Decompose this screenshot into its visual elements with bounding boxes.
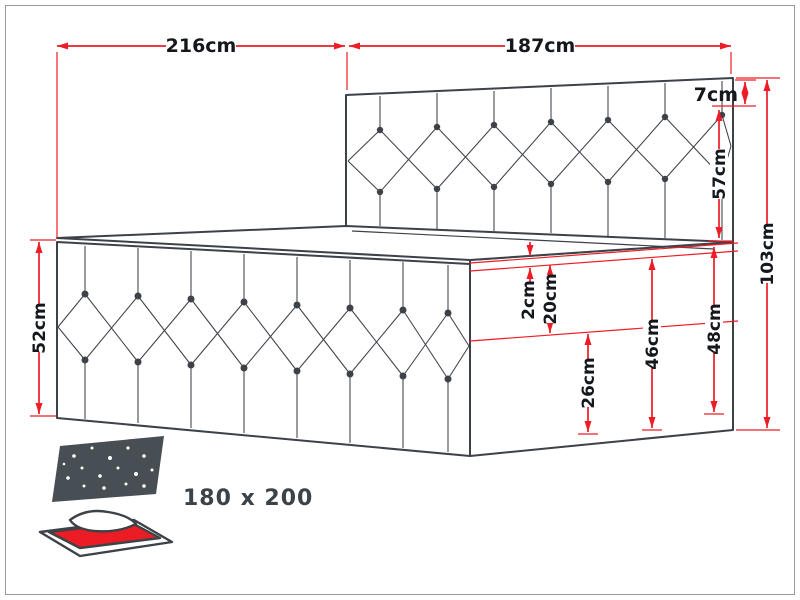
seam-reference-lines bbox=[469, 242, 739, 342]
footer: 180 x 200 bbox=[38, 436, 313, 558]
side-panel-buttons bbox=[81, 290, 452, 383]
dim-7 bbox=[712, 79, 756, 107]
headboard-bottom-pleats bbox=[379, 177, 723, 240]
headboard bbox=[345, 77, 734, 245]
mattress-top bbox=[56, 225, 734, 261]
bed-drawing bbox=[56, 77, 734, 457]
side-panel-diamond-lattice bbox=[57, 293, 470, 380]
dim-103-label: 103cm bbox=[758, 222, 778, 285]
headboard-buttons bbox=[376, 111, 726, 196]
headboard-diamond-lattice bbox=[347, 114, 732, 193]
dim-57-label: 57cm bbox=[710, 148, 730, 199]
dim-48-label: 48cm bbox=[705, 303, 725, 354]
dim-7-label: 7cm bbox=[694, 84, 738, 106]
dim-20-label: 20cm bbox=[541, 273, 561, 324]
dim-52-label: 52cm bbox=[30, 302, 50, 353]
bed-mattress-stars-icon bbox=[38, 436, 174, 558]
dim-216-label: 216cm bbox=[166, 35, 237, 57]
icon-pillow bbox=[68, 509, 138, 533]
dim-2-label: 2cm bbox=[519, 280, 539, 320]
star-fabric-swatch bbox=[52, 436, 164, 502]
headboard-top-pleats bbox=[379, 81, 723, 130]
side-panel-bottom-pleats bbox=[84, 360, 449, 452]
bed-right-face bbox=[469, 241, 734, 457]
fabric-stars bbox=[62, 446, 154, 490]
dim-46-label: 46cm bbox=[643, 318, 663, 369]
dim-216 bbox=[56, 42, 348, 238]
bed-size-label: 180 x 200 bbox=[183, 486, 313, 511]
mattress-top-seam bbox=[351, 230, 715, 250]
side-panel-top-pleats bbox=[84, 246, 449, 313]
dimension-labels: 216cm 187cm 7cm 57cm 103cm 52cm 2cm 20cm… bbox=[30, 35, 778, 409]
side-panel bbox=[56, 241, 471, 457]
dim-187-label: 187cm bbox=[505, 35, 576, 57]
dim-26-label: 26cm bbox=[579, 357, 599, 408]
